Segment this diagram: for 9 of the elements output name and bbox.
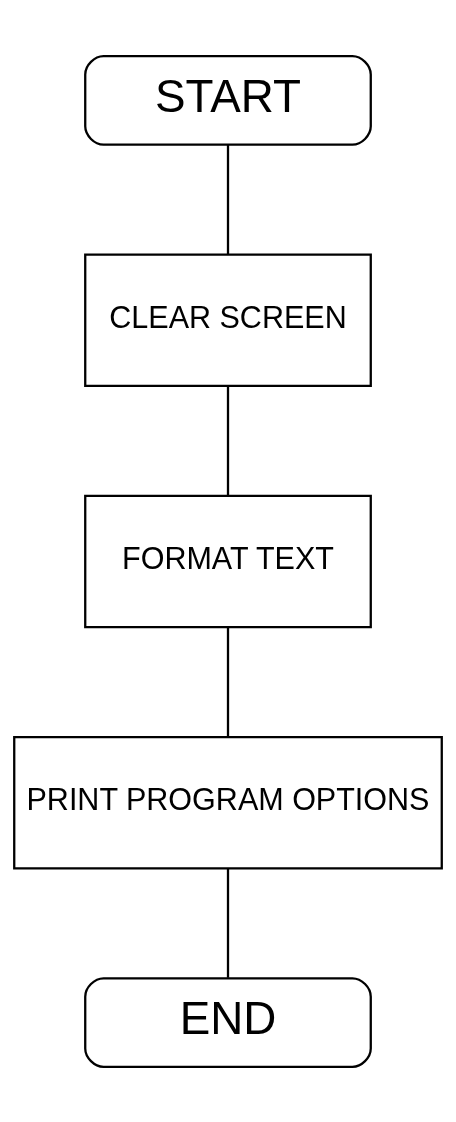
node-box: START: [84, 54, 372, 146]
node-box: PRINT PROGRAM OPTIONS: [13, 735, 443, 870]
node-box: END: [84, 976, 372, 1068]
connector: [226, 144, 230, 255]
node-box: FORMAT TEXT: [84, 494, 372, 628]
connector: [226, 385, 230, 495]
connector: [226, 868, 230, 978]
connector: [226, 627, 230, 737]
node-box: CLEAR SCREEN: [84, 252, 372, 387]
